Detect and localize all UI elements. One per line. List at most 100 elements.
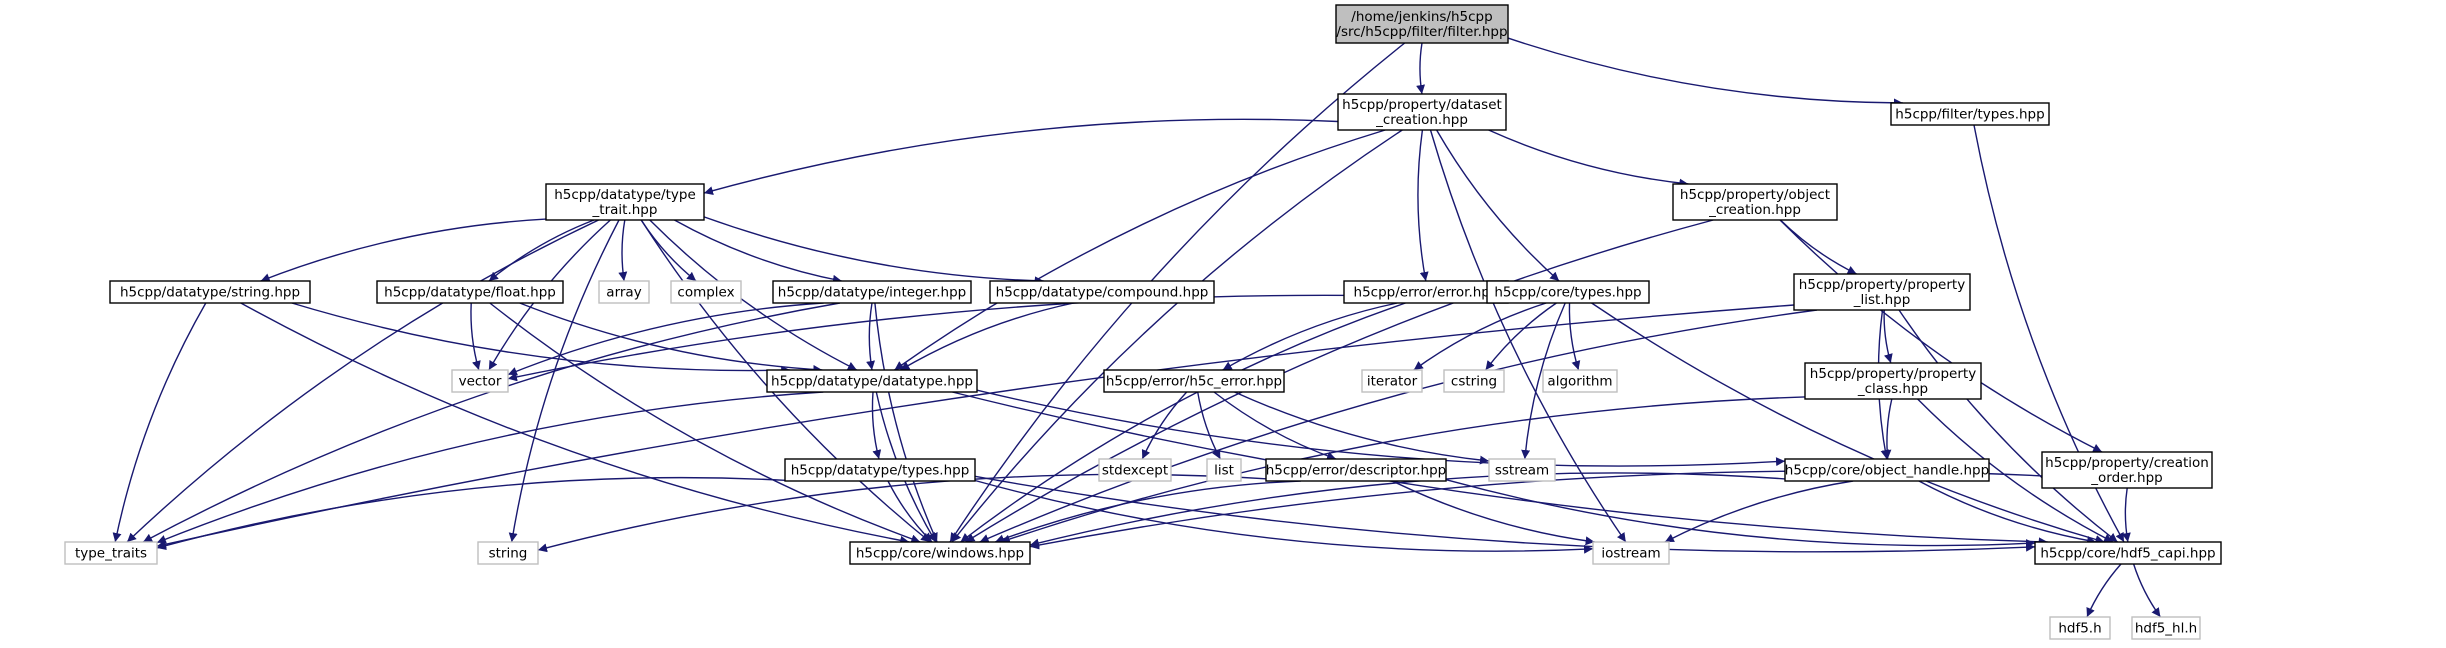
node-prop-dataset[interactable]: h5cpp/property/dataset_creation.hpp xyxy=(1337,93,1507,131)
node-label-line: iterator xyxy=(1367,374,1418,390)
edge-string_hpp-to-windows_hpp xyxy=(240,302,910,545)
node-label-line: h5cpp/error/error.hpp xyxy=(1354,285,1499,301)
node-h5c-error[interactable]: h5cpp/error/h5c_error.hpp xyxy=(1103,369,1285,393)
node-creation-order[interactable]: h5cpp/property/creation_order.hpp xyxy=(2041,451,2213,489)
edge-object_creation-to-property_list xyxy=(1779,219,1857,275)
node-label-line: h5cpp/property/property xyxy=(1799,277,1965,293)
node-box xyxy=(784,458,976,482)
node-box xyxy=(2041,451,2213,489)
node-box xyxy=(1488,458,1556,482)
node-datatype-hpp[interactable]: h5cpp/datatype/datatype.hpp xyxy=(766,369,978,393)
node-label-line: h5cpp/core/types.hpp xyxy=(1494,285,1641,301)
node-label-line: array xyxy=(606,285,641,301)
node-box xyxy=(1890,102,2050,126)
node-iostream: iostream xyxy=(1592,541,1670,565)
node-filter-types[interactable]: h5cpp/filter/types.hpp xyxy=(1890,102,2050,126)
edge-datatype_hpp-to-object_handle xyxy=(976,389,1786,467)
node-property-class[interactable]: h5cpp/property/property_class.hpp xyxy=(1804,362,1982,400)
node-box xyxy=(989,280,1215,304)
node-vector: vector xyxy=(451,369,509,393)
edge-property_list-to-property_class xyxy=(1883,309,1893,364)
edge-type_trait-to-float_hpp xyxy=(488,219,595,282)
node-box xyxy=(1793,273,1971,311)
node-type-trait[interactable]: h5cpp/datatype/type_trait.hpp xyxy=(545,183,705,221)
node-box xyxy=(1335,4,1509,44)
node-descriptor[interactable]: h5cpp/error/descriptor.hpp xyxy=(1265,458,1447,482)
node-string-hpp[interactable]: h5cpp/datatype/string.hpp xyxy=(109,280,311,304)
node-hdf5-h: hdf5.h xyxy=(2049,616,2111,640)
node-label-line: iostream xyxy=(1601,546,1660,562)
edge-core_types-to-vector xyxy=(507,294,1488,382)
edge-core_types-to-hdf5_capi xyxy=(1591,302,2105,544)
edge-type_trait-to-string_hpp xyxy=(260,218,547,282)
node-box xyxy=(1592,541,1670,565)
node-label-line: _creation.hpp xyxy=(1375,112,1468,128)
edge-string_hpp-to-datatype_hpp xyxy=(291,302,791,375)
node-float-hpp[interactable]: h5cpp/datatype/float.hpp xyxy=(376,280,564,304)
node-object-creation[interactable]: h5cpp/property/object_creation.hpp xyxy=(1672,183,1838,221)
node-box xyxy=(545,183,705,221)
node-type-traits: type_traits xyxy=(64,541,158,565)
node-core-types[interactable]: h5cpp/core/types.hpp xyxy=(1486,280,1650,304)
edge-type_trait-to-type_traits xyxy=(126,219,599,543)
edge-core_types-to-iterator xyxy=(1413,302,1547,371)
node-object-handle[interactable]: h5cpp/core/object_handle.hpp xyxy=(1784,458,1990,482)
node-box xyxy=(1361,369,1423,393)
node-box xyxy=(772,280,972,304)
node-label-line: stdexcept xyxy=(1102,463,1168,479)
node-windows-hpp[interactable]: h5cpp/core/windows.hpp xyxy=(849,541,1031,565)
edge-float_hpp-to-windows_hpp xyxy=(489,302,921,544)
edge-type_trait-to-datatype_hpp xyxy=(649,219,858,371)
edge-error_hpp-to-h5c_error xyxy=(1222,302,1398,371)
node-datatype-types[interactable]: h5cpp/datatype/types.hpp xyxy=(784,458,976,482)
node-box xyxy=(670,280,742,304)
node-box xyxy=(1443,369,1505,393)
node-stdexcept: stdexcept xyxy=(1098,458,1172,482)
node-label-line: /home/jenkins/h5cpp xyxy=(1351,9,1492,25)
node-root[interactable]: /home/jenkins/h5cpp/src/h5cpp/filter/fil… xyxy=(1335,4,1509,44)
node-box xyxy=(1542,369,1618,393)
edge-core_types-to-sstream xyxy=(1521,302,1566,460)
node-iterator: iterator xyxy=(1361,369,1423,393)
node-label-line: /src/h5cpp/filter/filter.hpp xyxy=(1336,24,1507,40)
edge-float_hpp-to-vector xyxy=(470,302,481,371)
node-label-line: h5cpp/core/hdf5_capi.hpp xyxy=(2040,546,2215,562)
edge-object_handle-to-iostream xyxy=(1664,480,1854,543)
node-label-line: cstring xyxy=(1451,374,1497,390)
edge-datatype_types-to-hdf5_capi xyxy=(974,475,2036,553)
node-box xyxy=(2131,616,2201,640)
node-label-line: _trait.hpp xyxy=(592,202,658,218)
node-box xyxy=(109,280,311,304)
node-label-line: h5cpp/error/descriptor.hpp xyxy=(1266,463,1447,479)
edge-root-to-prop_dataset xyxy=(1416,42,1426,95)
file-nodes: /home/jenkins/h5cpp/src/h5cpp/filter/fil… xyxy=(64,4,2222,640)
node-label-line: _order.hpp xyxy=(2090,470,2163,486)
edge-property_class-to-object_handle xyxy=(1882,398,1893,460)
dependency-edges xyxy=(112,37,2161,618)
node-label-line: h5cpp/core/object_handle.hpp xyxy=(1785,463,1989,479)
node-compound-hpp[interactable]: h5cpp/datatype/compound.hpp xyxy=(989,280,1215,304)
node-error-hpp[interactable]: h5cpp/error/error.hpp xyxy=(1343,280,1509,304)
edge-h5c_error-to-descriptor xyxy=(1213,391,1337,461)
node-label-line: type_traits xyxy=(75,546,147,562)
edge-datatype_hpp-to-type_traits xyxy=(156,391,824,544)
node-label-line: h5cpp/property/creation xyxy=(2045,455,2209,471)
node-box xyxy=(2034,541,2222,565)
node-integer-hpp[interactable]: h5cpp/datatype/integer.hpp xyxy=(772,280,972,304)
node-property-list[interactable]: h5cpp/property/property_list.hpp xyxy=(1793,273,1971,311)
edge-type_trait-to-array xyxy=(618,219,628,282)
edge-object_creation-to-windows_hpp xyxy=(965,219,1714,543)
node-box xyxy=(766,369,978,393)
edge-h5c_error-to-list xyxy=(1197,391,1221,460)
node-box xyxy=(1784,458,1990,482)
node-box xyxy=(2049,616,2111,640)
node-label-line: _creation.hpp xyxy=(1708,202,1801,218)
edge-hdf5_capi-to-hdf5_h xyxy=(2086,563,2122,618)
edge-type_trait-to-compound_hpp xyxy=(703,216,1044,286)
node-box xyxy=(1804,362,1982,400)
node-box xyxy=(1206,458,1242,482)
edge-hdf5_capi-to-hdf5_hl_h xyxy=(2132,563,2161,618)
node-label-line: vector xyxy=(459,374,502,390)
node-hdf5-capi[interactable]: h5cpp/core/hdf5_capi.hpp xyxy=(2034,541,2222,565)
